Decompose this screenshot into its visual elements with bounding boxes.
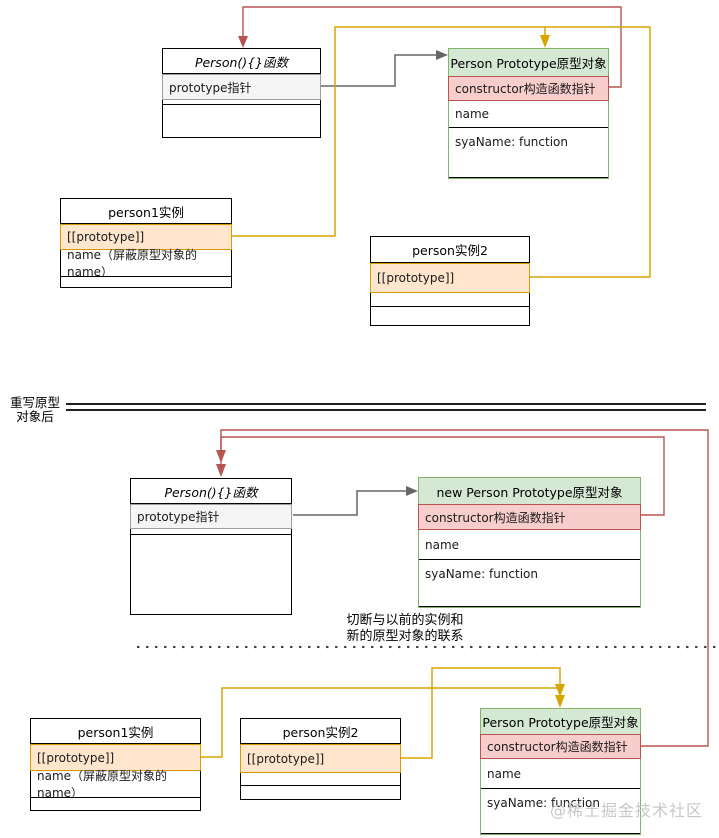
- person1-instance-box-top: person1实例 [[prototype]] name（屏蔽原型对象的name…: [60, 198, 232, 288]
- constructor-pointer-row: constructor构造函数指针: [448, 76, 609, 101]
- box-title: Person(){}函数: [163, 49, 320, 74]
- sayname-row: syaName: function: [481, 789, 640, 834]
- cut-link-note: 切断与以前的实例和 新的原型对象的联系: [325, 613, 485, 645]
- name-row: name: [449, 101, 608, 128]
- person2-instance-box-bottom: person实例2 [[prototype]]: [240, 718, 401, 800]
- prototype-pointer-row: prototype指针: [162, 74, 321, 100]
- empty-row: [371, 293, 529, 307]
- box-title: person1实例: [31, 719, 200, 744]
- box-title: person实例2: [371, 237, 529, 263]
- name-row: name: [481, 759, 640, 789]
- prototype-slot-row: [[prototype]]: [60, 224, 232, 250]
- name-row: name（屏蔽原型对象的name）: [31, 769, 200, 800]
- person-function-box-top: Person(){}函数 prototype指针: [162, 48, 321, 138]
- box-title: person1实例: [61, 199, 231, 224]
- prototype-slot-row: [[prototype]]: [240, 744, 401, 773]
- sayname-row: syaName: function: [419, 560, 640, 607]
- prototype-slot-row: [[prototype]]: [30, 744, 201, 771]
- note-line2: 新的原型对象的联系: [346, 629, 464, 644]
- constructor-pointer-row: constructor构造函数指针: [480, 734, 641, 759]
- box-title: new Person Prototype原型对象: [419, 478, 640, 504]
- section-divider-label: 重写原型 对象后: [6, 396, 64, 424]
- box-title: Person Prototype原型对象: [481, 709, 640, 734]
- name-row: name（屏蔽原型对象的name）: [61, 248, 231, 279]
- watermark: @稀土掘金技术社区: [550, 801, 704, 820]
- person2-instance-box-top: person实例2 [[prototype]]: [370, 236, 530, 326]
- arrow-top-prototype-pointer: [321, 50, 448, 87]
- person1-instance-box-bottom: person1实例 [[prototype]] name（屏蔽原型对象的name…: [30, 718, 201, 811]
- new-person-prototype-box: new Person Prototype原型对象 constructor构造函数…: [418, 477, 641, 608]
- empty-row: [61, 277, 231, 287]
- empty-row: [241, 773, 400, 786]
- empty-row: [131, 529, 291, 535]
- name-row: name: [419, 530, 640, 560]
- empty-row: [241, 786, 400, 799]
- box-title: Person(){}函数: [131, 479, 291, 504]
- arrow-bottom-prototype-pointer: [293, 486, 418, 516]
- note-line1: 切断与以前的实例和: [346, 613, 464, 628]
- sayname-row: syaName: function: [449, 128, 608, 178]
- divider-label-line1: 重写原型: [9, 395, 60, 410]
- empty-row: [131, 535, 291, 614]
- section-divider-lines: [66, 403, 706, 411]
- empty-row: [371, 307, 529, 325]
- empty-row: [31, 798, 200, 810]
- person-prototype-box-top: Person Prototype原型对象 constructor构造函数指针 n…: [448, 48, 609, 179]
- divider-label-line2: 对象后: [16, 409, 54, 424]
- box-title: Person Prototype原型对象: [449, 49, 608, 76]
- prototype-pointer-row: prototype指针: [130, 504, 292, 529]
- prototype-slot-row: [[prototype]]: [370, 263, 530, 293]
- constructor-pointer-row: constructor构造函数指针: [418, 504, 641, 530]
- empty-row: [163, 105, 320, 137]
- person-function-box-bottom: Person(){}函数 prototype指针: [130, 478, 292, 615]
- box-title: person实例2: [241, 719, 400, 744]
